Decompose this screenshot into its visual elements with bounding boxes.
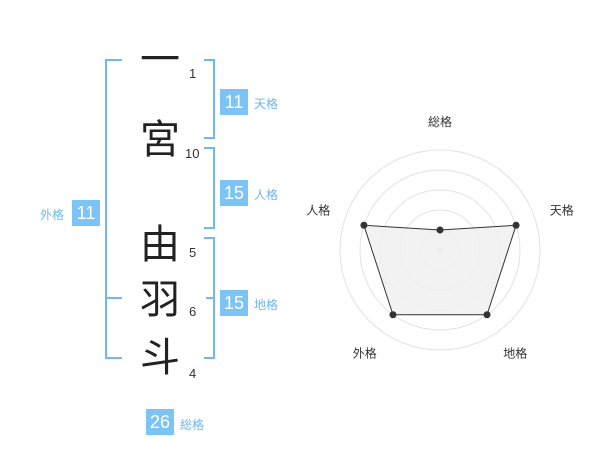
jinkaku-label: 人格 <box>254 188 279 202</box>
name-char-1: 一 <box>140 37 180 83</box>
stroke-count-5: 4 <box>189 366 197 381</box>
radar-ring <box>359 169 521 331</box>
jinkaku-value: 15 <box>220 180 248 206</box>
chikaku-value: 15 <box>220 290 248 316</box>
radar-point <box>360 221 368 229</box>
jinkaku-bracket <box>204 147 215 229</box>
stroke-count-1: 1 <box>189 66 197 81</box>
name-char-3: 由 <box>140 222 180 268</box>
soukaku-value: 26 <box>146 409 174 435</box>
name-char-2: 宮 <box>140 117 180 163</box>
chikaku-label: 地格 <box>254 298 279 312</box>
name-char-4: 羽 <box>140 277 180 323</box>
radar-polygon <box>363 224 517 316</box>
radar-point <box>483 311 491 319</box>
name-char-5: 斗 <box>140 335 180 381</box>
soukaku-label: 総格 <box>180 418 205 432</box>
radar-axis-label: 外格 <box>353 346 377 361</box>
radar-axis-label: 人格 <box>306 202 330 217</box>
tenkaku-label: 天格 <box>254 97 279 111</box>
tenkaku-bracket <box>204 59 215 139</box>
radar-point <box>436 226 444 234</box>
radar-axis-label: 地格 <box>503 346 527 361</box>
radar-ring <box>339 149 541 351</box>
stroke-count-2: 10 <box>185 146 200 161</box>
radar-point <box>512 221 520 229</box>
radar-point <box>389 311 397 319</box>
tenkaku-value: 11 <box>220 89 248 115</box>
gaikaku-bracket <box>105 59 122 359</box>
stroke-count-4: 6 <box>189 304 197 319</box>
radar-axis-label: 総格 <box>428 114 452 129</box>
radar-axis-label: 天格 <box>550 202 574 217</box>
stroke-count-3: 5 <box>189 245 197 260</box>
gaikaku-label: 外格 <box>40 208 65 222</box>
gaikaku-value: 11 <box>72 200 100 226</box>
